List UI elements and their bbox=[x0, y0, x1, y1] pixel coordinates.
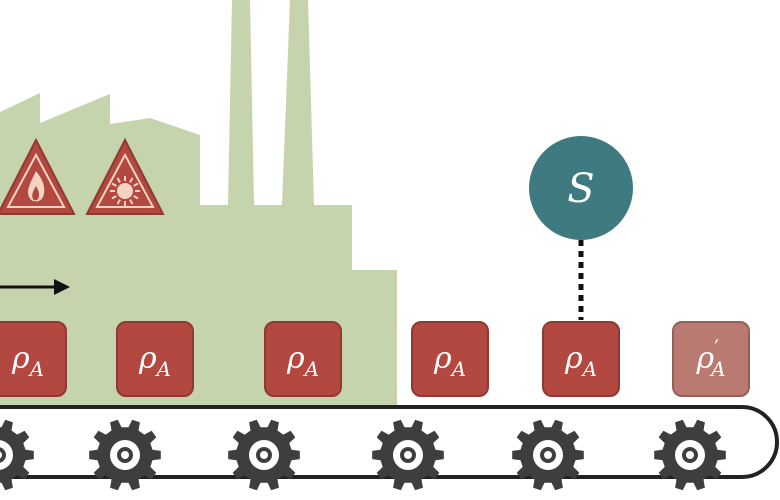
state-label: ρA bbox=[564, 341, 597, 381]
state-label: ρA bbox=[11, 341, 44, 381]
sensor-label: S bbox=[567, 166, 594, 212]
state-boxes: ρA ρA ρA ρA ρA ρ′A bbox=[0, 321, 750, 397]
state-box: ρA bbox=[0, 321, 67, 397]
conveyor-gears bbox=[0, 419, 726, 491]
state-box: ρA bbox=[116, 321, 194, 397]
state-label: ρ′A bbox=[695, 337, 725, 381]
state-label: ρA bbox=[138, 341, 171, 381]
state-box: ρA bbox=[411, 321, 489, 397]
gear-icon bbox=[654, 419, 726, 491]
gear-icon bbox=[0, 419, 34, 491]
radiation-icon bbox=[85, 137, 165, 215]
process-arrow bbox=[0, 279, 70, 295]
gear-icon bbox=[89, 419, 161, 491]
conveyor-belt bbox=[0, 405, 779, 479]
sensor-node bbox=[529, 136, 633, 240]
fire-icon bbox=[0, 137, 76, 215]
state-box: ρA bbox=[264, 321, 342, 397]
state-box: ρ′A bbox=[672, 321, 750, 397]
gear-icon bbox=[228, 419, 300, 491]
factory-silhouette bbox=[0, 0, 397, 405]
gear-icon bbox=[512, 419, 584, 491]
state-label: ρA bbox=[286, 341, 319, 381]
state-box: ρA bbox=[542, 321, 620, 397]
gear-icon bbox=[372, 419, 444, 491]
state-label: ρA bbox=[433, 341, 466, 381]
